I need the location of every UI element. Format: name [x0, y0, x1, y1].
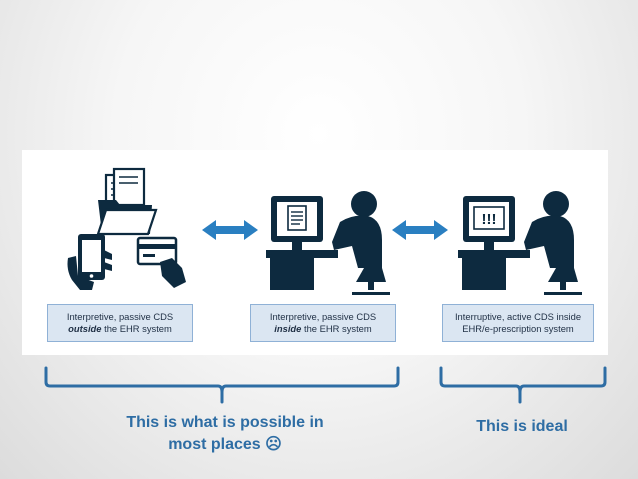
- cds-label-rest: the EHR system: [301, 323, 372, 334]
- computer-user-icon: [266, 191, 390, 295]
- cds-label-line2: inside the EHR system: [251, 323, 395, 335]
- right-bracket: [439, 366, 607, 404]
- cds-label-inside-ehr: Interpretive, passive CDS inside the EHR…: [250, 304, 396, 342]
- cds-label-emphasis: outside: [68, 323, 102, 334]
- cds-label-line1: Interpretive, passive CDS: [66, 311, 174, 322]
- bidirectional-arrow-icon: [392, 220, 448, 240]
- caption-possible: This is what is possible in most places …: [95, 412, 355, 456]
- cds-label-emphasis: inside: [274, 323, 302, 334]
- alert-symbol: !!!: [482, 211, 497, 228]
- cds-label-interruptive: Interruptive, active CDS inside EHR/e-pr…: [442, 304, 594, 342]
- frown-emoticon-icon: ☹: [265, 436, 282, 453]
- cds-label-line1: Interruptive, active CDS inside: [454, 311, 582, 322]
- cds-label-line2: outside the EHR system: [48, 323, 192, 335]
- cds-label-outside-ehr: Interpretive, passive CDS outside the EH…: [47, 304, 193, 342]
- smartphone-hand-icon: [67, 234, 112, 290]
- diagram-figure: !!!: [67, 167, 582, 295]
- alert-monitor-icon: !!!: [458, 191, 582, 295]
- cds-label-line2: EHR/e-prescription system: [462, 323, 574, 334]
- cds-label-rest: the EHR system: [101, 323, 172, 334]
- credit-card-hand-icon: [136, 236, 186, 288]
- caption-ideal: This is ideal: [476, 418, 568, 435]
- folder-document-icon: [96, 167, 158, 236]
- cds-label-line1: Interpretive, passive CDS: [269, 311, 377, 322]
- caption-possible-line1: This is what is possible in: [126, 414, 324, 431]
- bidirectional-arrow-icon: [202, 220, 258, 240]
- diagram-panel: !!! Interpretive, passive CDS outside th…: [22, 150, 608, 355]
- left-bracket: [44, 366, 400, 404]
- caption-possible-line2: most places ☹: [95, 434, 355, 456]
- caption-possible-text: most places: [168, 436, 261, 453]
